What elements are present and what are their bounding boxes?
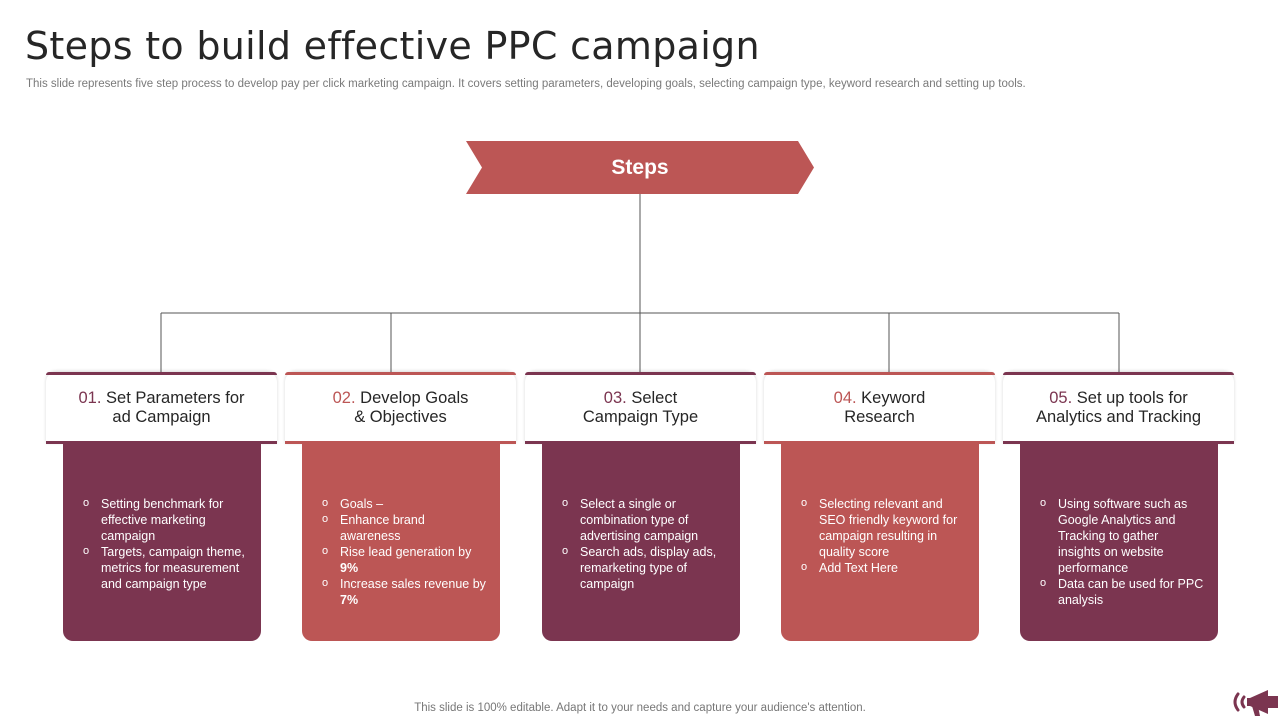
step-bullet-value: 7%: [340, 593, 359, 607]
page-title: Steps to build effective PPC campaign: [25, 24, 760, 68]
step-body: Goals – Enhance brand awareness Rise lea…: [302, 444, 500, 641]
step-title: 01. Set Parameters for ad Campaign: [56, 389, 267, 427]
step-header: 01. Set Parameters for ad Campaign: [46, 372, 277, 444]
step-body: Using software such as Google Analytics …: [1020, 444, 1218, 641]
step-title: 04. Keyword Research: [774, 389, 985, 427]
step-body: Selecting relevant and SEO friendly keyw…: [781, 444, 979, 641]
step-bullet: Targets, campaign theme, metrics for mea…: [83, 543, 247, 592]
step-bullet-value: 9%: [340, 561, 359, 575]
step-title-line1: Set Parameters for: [101, 389, 245, 407]
step-title: 03. Select Campaign Type: [535, 389, 746, 427]
banner-shape: [466, 141, 814, 194]
step-bullet: Setting benchmark for effective marketin…: [83, 495, 247, 544]
footer-note: This slide is 100% editable. Adapt it to…: [414, 702, 866, 714]
step-bullet: Rise lead generation by 9%: [322, 543, 486, 576]
step-title-line1: Develop Goals: [355, 389, 469, 407]
step-bullet: Select a single or combination type of a…: [562, 495, 726, 544]
step-header: 03. Select Campaign Type: [525, 372, 756, 444]
step-title-line1: Keyword: [856, 389, 926, 407]
step-title-line2: Campaign Type: [582, 408, 699, 426]
step-bullet: Increase sales revenue by 7%: [322, 575, 486, 608]
step-bullet: Goals –: [322, 495, 486, 512]
step-header: 02. Develop Goals & Objectives: [285, 372, 516, 444]
step-title-line2: ad Campaign: [112, 408, 211, 426]
step-body: Select a single or combination type of a…: [542, 444, 740, 641]
step-body: Setting benchmark for effective marketin…: [63, 444, 261, 641]
step-header: 05. Set up tools for Analytics and Track…: [1003, 372, 1234, 444]
step-card-2: 02. Develop Goals & Objectives Goals – E…: [285, 372, 516, 641]
step-bullet: Selecting relevant and SEO friendly keyw…: [801, 495, 965, 560]
step-card-3: 03. Select Campaign Type Select a single…: [525, 372, 756, 641]
step-bullet: Enhance brand awareness: [322, 511, 486, 544]
megaphone-icon: [1228, 684, 1280, 725]
step-bullet: Search ads, display ads, remarketing typ…: [562, 543, 726, 592]
step-title-line2: & Objectives: [354, 408, 447, 426]
step-bullet: Using software such as Google Analytics …: [1040, 495, 1204, 576]
step-card-1: 01. Set Parameters for ad Campaign Setti…: [46, 372, 277, 641]
root-banner: Steps: [466, 141, 814, 194]
step-number: 03.: [603, 389, 627, 407]
step-bullet: Add Text Here: [801, 559, 965, 576]
page-subtitle: This slide represents five step process …: [26, 78, 1026, 90]
step-header: 04. Keyword Research: [764, 372, 995, 444]
step-number: 01.: [78, 389, 102, 407]
step-card-4: 04. Keyword Research Selecting relevant …: [764, 372, 995, 641]
step-number: 02.: [332, 389, 356, 407]
step-title-line2: Research: [844, 408, 915, 426]
step-title: 02. Develop Goals & Objectives: [295, 389, 506, 427]
step-title-line1: Select: [626, 389, 678, 407]
step-title-line1: Set up tools for: [1072, 389, 1188, 407]
root-label: Steps: [611, 156, 669, 179]
step-title: 05. Set up tools for Analytics and Track…: [1013, 389, 1224, 427]
step-bullet-text: Rise lead generation by: [340, 545, 472, 559]
step-title-line2: Analytics and Tracking: [1035, 408, 1202, 426]
step-bullet-text: Increase sales revenue by: [340, 577, 486, 591]
step-card-5: 05. Set up tools for Analytics and Track…: [1003, 372, 1234, 641]
step-number: 04.: [833, 389, 857, 407]
step-number: 05.: [1049, 389, 1073, 407]
step-bullet: Data can be used for PPC analysis: [1040, 575, 1204, 608]
